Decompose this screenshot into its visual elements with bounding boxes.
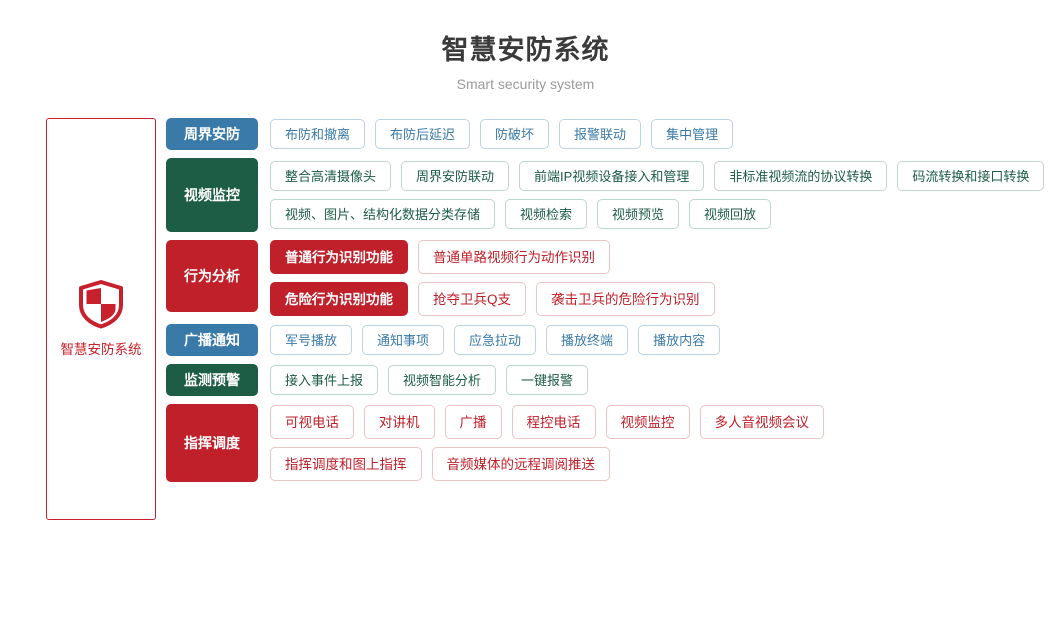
item-line: 整合高清摄像头 周界安防联动 前端IP视频设备接入和管理 非标准视频流的协议转换…: [270, 160, 1045, 191]
feature-chip[interactable]: 视频回放: [689, 198, 772, 229]
feature-chip[interactable]: 非标准视频流的协议转换: [714, 160, 888, 191]
item-line: 可视电话 对讲机 广播 程控电话 视频监控 多人音视频会议: [270, 404, 1044, 439]
feature-chip[interactable]: 播放内容: [638, 324, 721, 355]
architecture-diagram: 智慧安防系统 周界安防 布防和撤离 布防后延迟 防破坏 报警联动 集中管理 视频…: [0, 117, 1051, 520]
category-label-broadcast[interactable]: 广播通知: [166, 323, 258, 356]
feature-chip[interactable]: 视频预览: [597, 198, 680, 229]
category-label-perimeter[interactable]: 周界安防: [166, 117, 258, 150]
feature-chip[interactable]: 一键报警: [506, 364, 589, 395]
feature-chip[interactable]: 视频、图片、结构化数据分类存储: [270, 198, 496, 229]
category-label-behavior[interactable]: 行为分析: [166, 239, 258, 312]
category-items: 接入事件上报 视频智能分析 一键报警: [270, 364, 1044, 396]
category-items: 布防和撤离 布防后延迟 防破坏 报警联动 集中管理: [270, 118, 1044, 150]
feature-chip[interactable]: 整合高清摄像头: [270, 160, 392, 191]
feature-chip[interactable]: 普通单路视频行为动作识别: [418, 239, 610, 274]
item-line: 军号播放 通知事项 应急拉动 播放终端 播放内容: [270, 324, 1044, 355]
feature-chip[interactable]: 报警联动: [559, 118, 642, 149]
category-row: 监测预警 接入事件上报 视频智能分析 一键报警: [166, 363, 1044, 396]
category-items: 可视电话 对讲机 广播 程控电话 视频监控 多人音视频会议 指挥调度和图上指挥 …: [270, 404, 1044, 482]
category-items: 整合高清摄像头 周界安防联动 前端IP视频设备接入和管理 非标准视频流的协议转换…: [270, 158, 1045, 232]
feature-chip[interactable]: 码流转换和接口转换: [897, 160, 1045, 191]
item-line: 危险行为识别功能 抢夺卫兵Q支 袭击卫兵的危险行为识别: [270, 281, 1044, 316]
category-label-video[interactable]: 视频监控: [166, 157, 258, 232]
category-items: 军号播放 通知事项 应急拉动 播放终端 播放内容: [270, 324, 1044, 356]
feature-chip[interactable]: 集中管理: [651, 118, 734, 149]
page-subtitle: Smart security system: [456, 75, 595, 92]
category-row: 指挥调度 可视电话 对讲机 广播 程控电话 视频监控 多人音视频会议 指挥调度和…: [166, 403, 1044, 482]
feature-chip-active[interactable]: 普通行为识别功能: [270, 239, 408, 274]
feature-chip[interactable]: 通知事项: [362, 324, 445, 355]
feature-chip[interactable]: 军号播放: [270, 324, 353, 355]
feature-chip[interactable]: 布防和撤离: [270, 118, 366, 149]
feature-chip[interactable]: 指挥调度和图上指挥: [270, 446, 422, 481]
feature-chip[interactable]: 视频检索: [505, 198, 588, 229]
feature-chip-active[interactable]: 危险行为识别功能: [270, 281, 408, 316]
page-title: 智慧安防系统: [441, 35, 610, 65]
feature-chip[interactable]: 播放终端: [546, 324, 629, 355]
brand-label: 智慧安防系统: [60, 342, 142, 358]
category-row: 周界安防 布防和撤离 布防后延迟 防破坏 报警联动 集中管理: [166, 117, 1044, 150]
category-row: 广播通知 军号播放 通知事项 应急拉动 播放终端 播放内容: [166, 323, 1044, 356]
category-rows: 周界安防 布防和撤离 布防后延迟 防破坏 报警联动 集中管理 视频监控 整合高清…: [166, 117, 1045, 520]
item-line: 普通行为识别功能 普通单路视频行为动作识别: [270, 239, 1044, 274]
feature-chip[interactable]: 周界安防联动: [401, 160, 510, 191]
feature-chip[interactable]: 抢夺卫兵Q支: [418, 281, 527, 316]
feature-chip[interactable]: 程控电话: [511, 404, 596, 439]
feature-chip[interactable]: 对讲机: [364, 404, 435, 439]
feature-chip[interactable]: 袭击卫兵的危险行为识别: [536, 281, 715, 316]
feature-chip[interactable]: 视频监控: [605, 404, 690, 439]
category-items: 普通行为识别功能 普通单路视频行为动作识别 危险行为识别功能 抢夺卫兵Q支 袭击…: [270, 239, 1044, 316]
feature-chip[interactable]: 布防后延迟: [375, 118, 471, 149]
item-line: 指挥调度和图上指挥 音频媒体的远程调阅推送: [270, 446, 1044, 481]
category-label-dispatch[interactable]: 指挥调度: [166, 403, 258, 482]
feature-chip[interactable]: 音频媒体的远程调阅推送: [431, 446, 610, 481]
item-line: 接入事件上报 视频智能分析 一键报警: [270, 364, 1044, 395]
brand-panel: 智慧安防系统: [46, 117, 156, 520]
feature-chip[interactable]: 视频智能分析: [388, 364, 497, 395]
feature-chip[interactable]: 可视电话: [270, 404, 354, 439]
page-header: 智慧安防系统 Smart security system: [0, 0, 1051, 92]
feature-chip[interactable]: 应急拉动: [454, 324, 537, 355]
feature-chip[interactable]: 广播: [444, 404, 502, 439]
feature-chip[interactable]: 多人音视频会议: [699, 404, 824, 439]
feature-chip[interactable]: 前端IP视频设备接入和管理: [519, 160, 705, 191]
category-label-monitoring[interactable]: 监测预警: [166, 363, 258, 396]
feature-chip[interactable]: 防破坏: [480, 118, 550, 149]
item-line: 视频、图片、结构化数据分类存储 视频检索 视频预览 视频回放: [270, 198, 1044, 229]
category-row: 视频监控 整合高清摄像头 周界安防联动 前端IP视频设备接入和管理 非标准视频流…: [166, 157, 1045, 232]
item-line: 布防和撤离 布防后延迟 防破坏 报警联动 集中管理: [270, 118, 1044, 149]
shield-icon: [78, 279, 124, 329]
category-row: 行为分析 普通行为识别功能 普通单路视频行为动作识别 危险行为识别功能 抢夺卫兵…: [166, 239, 1044, 316]
feature-chip[interactable]: 接入事件上报: [270, 364, 379, 395]
